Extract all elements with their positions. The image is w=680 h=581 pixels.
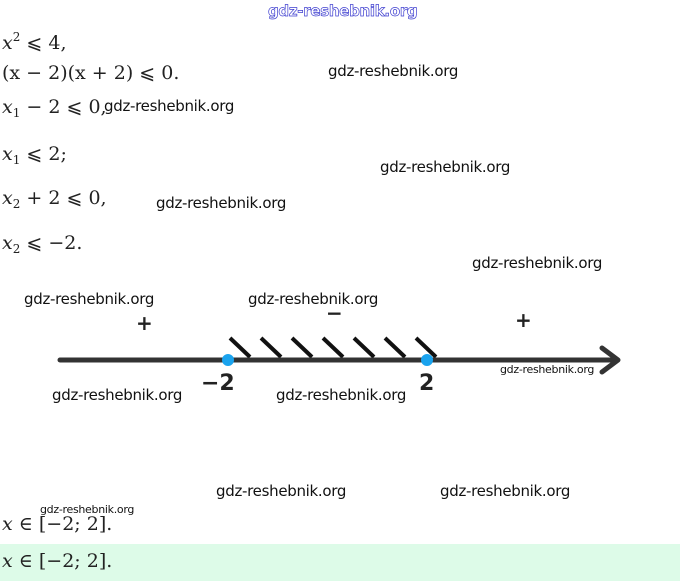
hatch-mark — [259, 336, 283, 359]
arrow-head-icon — [599, 345, 621, 375]
watermark: gdz-reshebnik.org — [52, 386, 183, 404]
step-text: ⩽ 4, — [20, 32, 67, 54]
step-2: (x − 2)(x + 2) ⩽ 0. — [2, 62, 179, 84]
variable: x — [2, 143, 13, 165]
result-line: x ∈ [−2; 2]. — [2, 513, 112, 535]
subscript: 2 — [12, 242, 21, 256]
hatch-mark — [290, 336, 314, 359]
watermark: gdz-reshebnik.org — [440, 482, 571, 500]
watermark: gdz-reshebnik.org — [328, 62, 459, 80]
watermark: gdz-reshebnik.org — [380, 158, 511, 176]
step-3: x1 − 2 ⩽ 0, — [2, 96, 107, 120]
watermark: gdz-reshebnik.org — [24, 290, 155, 308]
hatch-mark — [228, 336, 252, 359]
step-4: x1 ⩽ 2; — [2, 143, 67, 167]
variable: x — [2, 32, 13, 54]
watermark-top: gdz-reshebnik.org — [268, 2, 418, 21]
step-text: ⩽ 2; — [20, 143, 67, 165]
subscript: 1 — [12, 153, 21, 167]
exponent: 2 — [12, 30, 21, 44]
step-text: ⩽ −2. — [20, 232, 83, 254]
step-text: − 2 ⩽ 0, — [20, 96, 107, 118]
watermark: gdz-reshebnik.org — [104, 97, 235, 115]
sign-middle: − — [326, 301, 343, 325]
watermark: gdz-reshebnik.org — [40, 503, 135, 516]
watermark: gdz-reshebnik.org — [276, 386, 407, 404]
point-left — [222, 354, 234, 366]
answer-line: x ∈ [−2; 2]. — [2, 550, 112, 572]
answer-band — [0, 544, 680, 581]
watermark: gdz-reshebnik.org — [248, 290, 379, 308]
number-line: −2 2 + − + — [57, 301, 621, 396]
hatch-marks — [228, 336, 438, 359]
answer-text: ∈ [−2; 2]. — [12, 550, 113, 572]
hatch-mark — [383, 336, 407, 359]
watermark: gdz-reshebnik.org — [472, 254, 603, 272]
watermark: gdz-reshebnik.org — [216, 482, 347, 500]
point-left-label: −2 — [201, 371, 235, 396]
step-text: (x − 2)(x + 2) ⩽ 0. — [2, 62, 180, 84]
hatch-mark — [321, 336, 345, 359]
step-5: x2 + 2 ⩽ 0, — [2, 187, 107, 211]
point-right — [421, 354, 433, 366]
variable: x — [2, 187, 13, 209]
hatch-mark — [414, 336, 438, 359]
step-1: x2 ⩽ 4, — [2, 30, 67, 54]
variable: x — [2, 232, 13, 254]
variable: x — [2, 513, 13, 535]
step-6: x2 ⩽ −2. — [2, 232, 82, 256]
step-text: + 2 ⩽ 0, — [20, 187, 107, 209]
variable: x — [2, 96, 13, 118]
point-right-label: 2 — [419, 371, 434, 396]
subscript: 1 — [12, 106, 21, 120]
subscript: 2 — [12, 197, 21, 211]
watermark: gdz-reshebnik.org — [156, 194, 287, 212]
result-text: ∈ [−2; 2]. — [12, 513, 113, 535]
watermark: gdz-reshebnik.org — [500, 363, 595, 376]
sign-right: + — [515, 308, 532, 332]
sign-left: + — [136, 311, 153, 335]
variable: x — [2, 550, 13, 572]
hatch-mark — [352, 336, 376, 359]
